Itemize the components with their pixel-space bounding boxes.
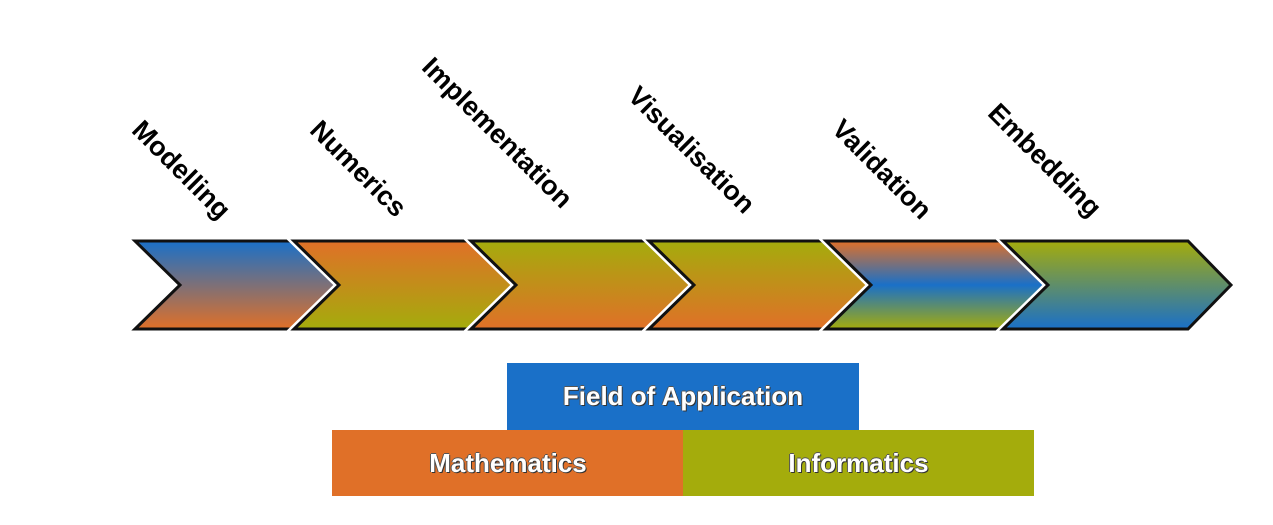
informatics-box: Informatics xyxy=(683,430,1034,496)
field-of-application-box: Field of Application xyxy=(507,363,859,430)
mathematics-box: Mathematics xyxy=(332,430,684,496)
chevron-embedding xyxy=(999,239,1234,331)
